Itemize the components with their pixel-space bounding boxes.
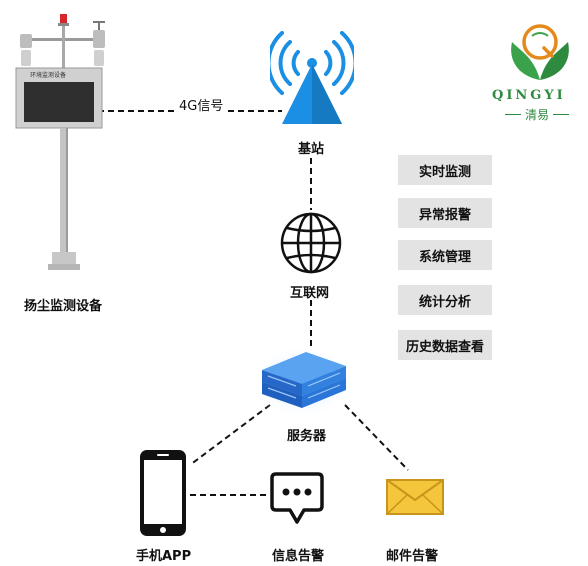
globe-icon [280,212,342,274]
feature-history-data: 历史数据查看 [398,330,492,360]
mobile-phone-icon [140,450,186,536]
device-label: 扬尘监测设备 [24,299,103,314]
internet-label: 互联网 [290,286,330,301]
link-server-email [344,404,409,471]
qingyi-logo-icon [511,24,569,80]
4g-signal-label: 4G信号 [176,95,227,114]
base-station-tower-icon [270,31,354,124]
chat-bubble-icon [270,472,324,524]
feature-system-management: 系统管理 [398,240,492,270]
server-icon [248,344,358,420]
logo-cn-text: 清易 [524,108,549,122]
feature-abnormal-alarm: 异常报警 [398,198,492,228]
mobile-app-label: 手机APP [136,549,192,564]
feature-statistical-analysis: 统计分析 [398,285,492,315]
email-alert-label: 邮件告警 [386,549,439,564]
feature-realtime-monitoring: 实时监测 [398,155,492,185]
logo-cn-row: 清易 [496,106,578,123]
envelope-icon [386,479,444,515]
logo-rule-left [504,114,521,115]
dust-monitor-device-icon [15,14,105,270]
base-station-label: 基站 [298,142,325,157]
link-server-app [189,404,271,466]
sms-alert-label: 信息告警 [272,549,325,564]
logo-brand-text: QINGYI [492,88,566,103]
device-screen-caption: 环境监测设备 [30,72,67,79]
logo-rule-right [553,114,569,115]
server-label: 服务器 [287,429,327,444]
